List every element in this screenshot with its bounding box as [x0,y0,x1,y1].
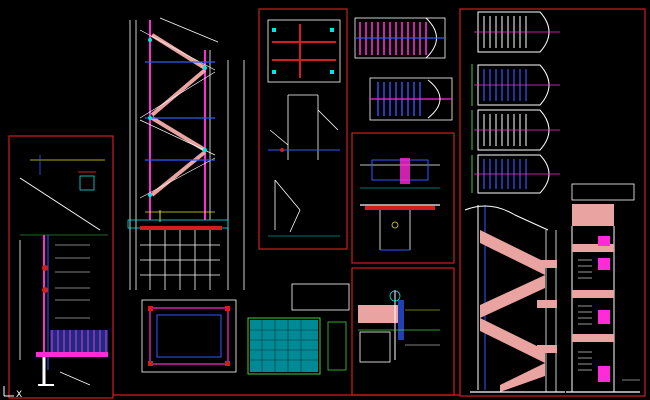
ucs-x-label: X [16,390,22,398]
left-detail-drawing [19,155,108,386]
stair-section-drawing [464,205,565,393]
frame-right [459,8,646,397]
curved-stair-plans-drawing [471,11,635,201]
foundation-plan-drawing [267,19,341,237]
tower-elevation-drawing [566,204,640,393]
ucs-axis-icon: X [2,384,24,398]
section-detail-drawing [358,290,440,363]
stair-plans-drawing [354,17,453,121]
sheet-frames [8,8,646,399]
footing-plan-drawing [141,283,350,375]
frame-foundation [258,8,348,250]
frame-left-detail [8,135,114,399]
steel-detail-drawing [360,158,440,251]
stair-elevation-drawing [127,17,245,290]
frame-steel-detail [351,132,455,264]
